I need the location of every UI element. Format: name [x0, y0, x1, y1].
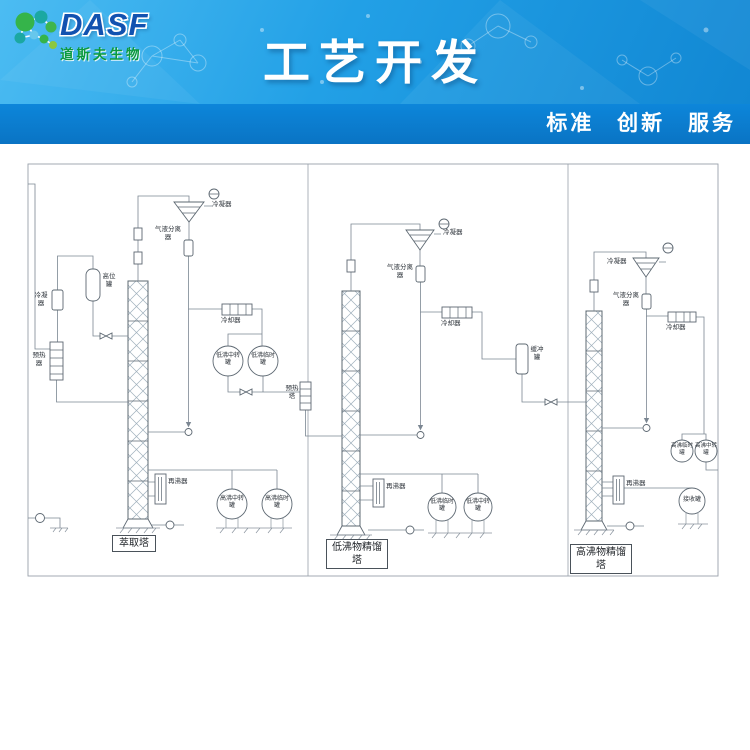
label-s2-tank-low-transfer: 低沸中转罐	[465, 499, 490, 513]
label-s1-tank-high-temp: 高沸临时罐	[264, 496, 289, 510]
label-s2-cooler: 冷却器	[441, 320, 461, 327]
label-s3-cooler: 冷却器	[666, 324, 686, 331]
label-s1-condenser: 冷凝器	[212, 201, 232, 208]
brand-name: DASF	[60, 7, 149, 42]
label-s3-separator: 气液分离器	[613, 292, 639, 307]
logo: DASF 道斯夫生物	[10, 7, 148, 63]
label-s2-condenser: 冷凝器	[443, 229, 463, 236]
diagram-frame	[27, 163, 719, 577]
tagline-strip: 标准 创新 服务	[0, 104, 750, 144]
tower-name-low-boiler-distillation: 低沸物精馏塔	[326, 539, 388, 569]
label-s1-tank-high-transfer: 高沸中转罐	[219, 496, 244, 510]
molecule-pattern-decoration	[0, 0, 750, 104]
label-s2-tank-low-temp: 低沸临时罐	[429, 499, 454, 513]
label-s1-reboiler: 再沸器	[168, 478, 188, 485]
tower-name-extraction: 萃取塔	[112, 535, 156, 552]
tower-name-high-boiler-distillation: 高沸物精馏塔	[570, 544, 632, 574]
label-s2-separator: 气液分离器	[387, 264, 413, 279]
brand-subtitle: 道斯夫生物	[60, 47, 143, 62]
tower-columns	[127, 280, 603, 527]
label-s1-tank-low-temp: 低沸临时罐	[250, 353, 275, 367]
header-banner: DASF 道斯夫生物 工艺开发	[0, 0, 750, 104]
label-s1-separator: 气液分离器	[155, 226, 181, 241]
label-s1-cooler: 冷却器	[221, 317, 241, 324]
page-title: 工艺开发	[263, 36, 487, 89]
process-flow-svg	[27, 163, 719, 577]
tagline-text: 标准 创新 服务	[546, 112, 736, 135]
label-s1-preheater: 预热器	[32, 352, 46, 367]
label-s3-buffer-tank: 缓冲罐	[530, 346, 544, 361]
ground-hatching	[50, 512, 708, 541]
label-s3-tank-high-transfer: 高沸中转罐	[694, 443, 717, 456]
label-s2-reboiler: 再沸器	[386, 483, 406, 490]
label-s3-receiver-tank: 接收罐	[682, 497, 701, 503]
label-s1-head-tank: 高位罐	[102, 273, 116, 288]
label-s1-condenser-left: 冷凝器	[34, 292, 48, 307]
label-s3-condenser: 冷凝器	[607, 258, 627, 265]
process-flow-diagram: 冷凝器 气液分离器 高位罐 冷凝器 预热器 冷却器 低沸中转罐 低沸临时罐 再沸…	[0, 144, 750, 750]
label-s3-reboiler: 再沸器	[626, 480, 646, 487]
logo-text: DASF 道斯夫生物	[60, 7, 148, 63]
label-s3-tank-high-temp: 高沸临时罐	[670, 443, 693, 456]
equipment-shapes	[35, 188, 718, 536]
logo-molecule-icon	[14, 10, 57, 49]
label-s2-preheat-tower: 预热塔	[285, 385, 299, 400]
label-s1-tank-low-transfer: 低沸中转罐	[215, 353, 240, 367]
piping-lines	[28, 183, 718, 531]
